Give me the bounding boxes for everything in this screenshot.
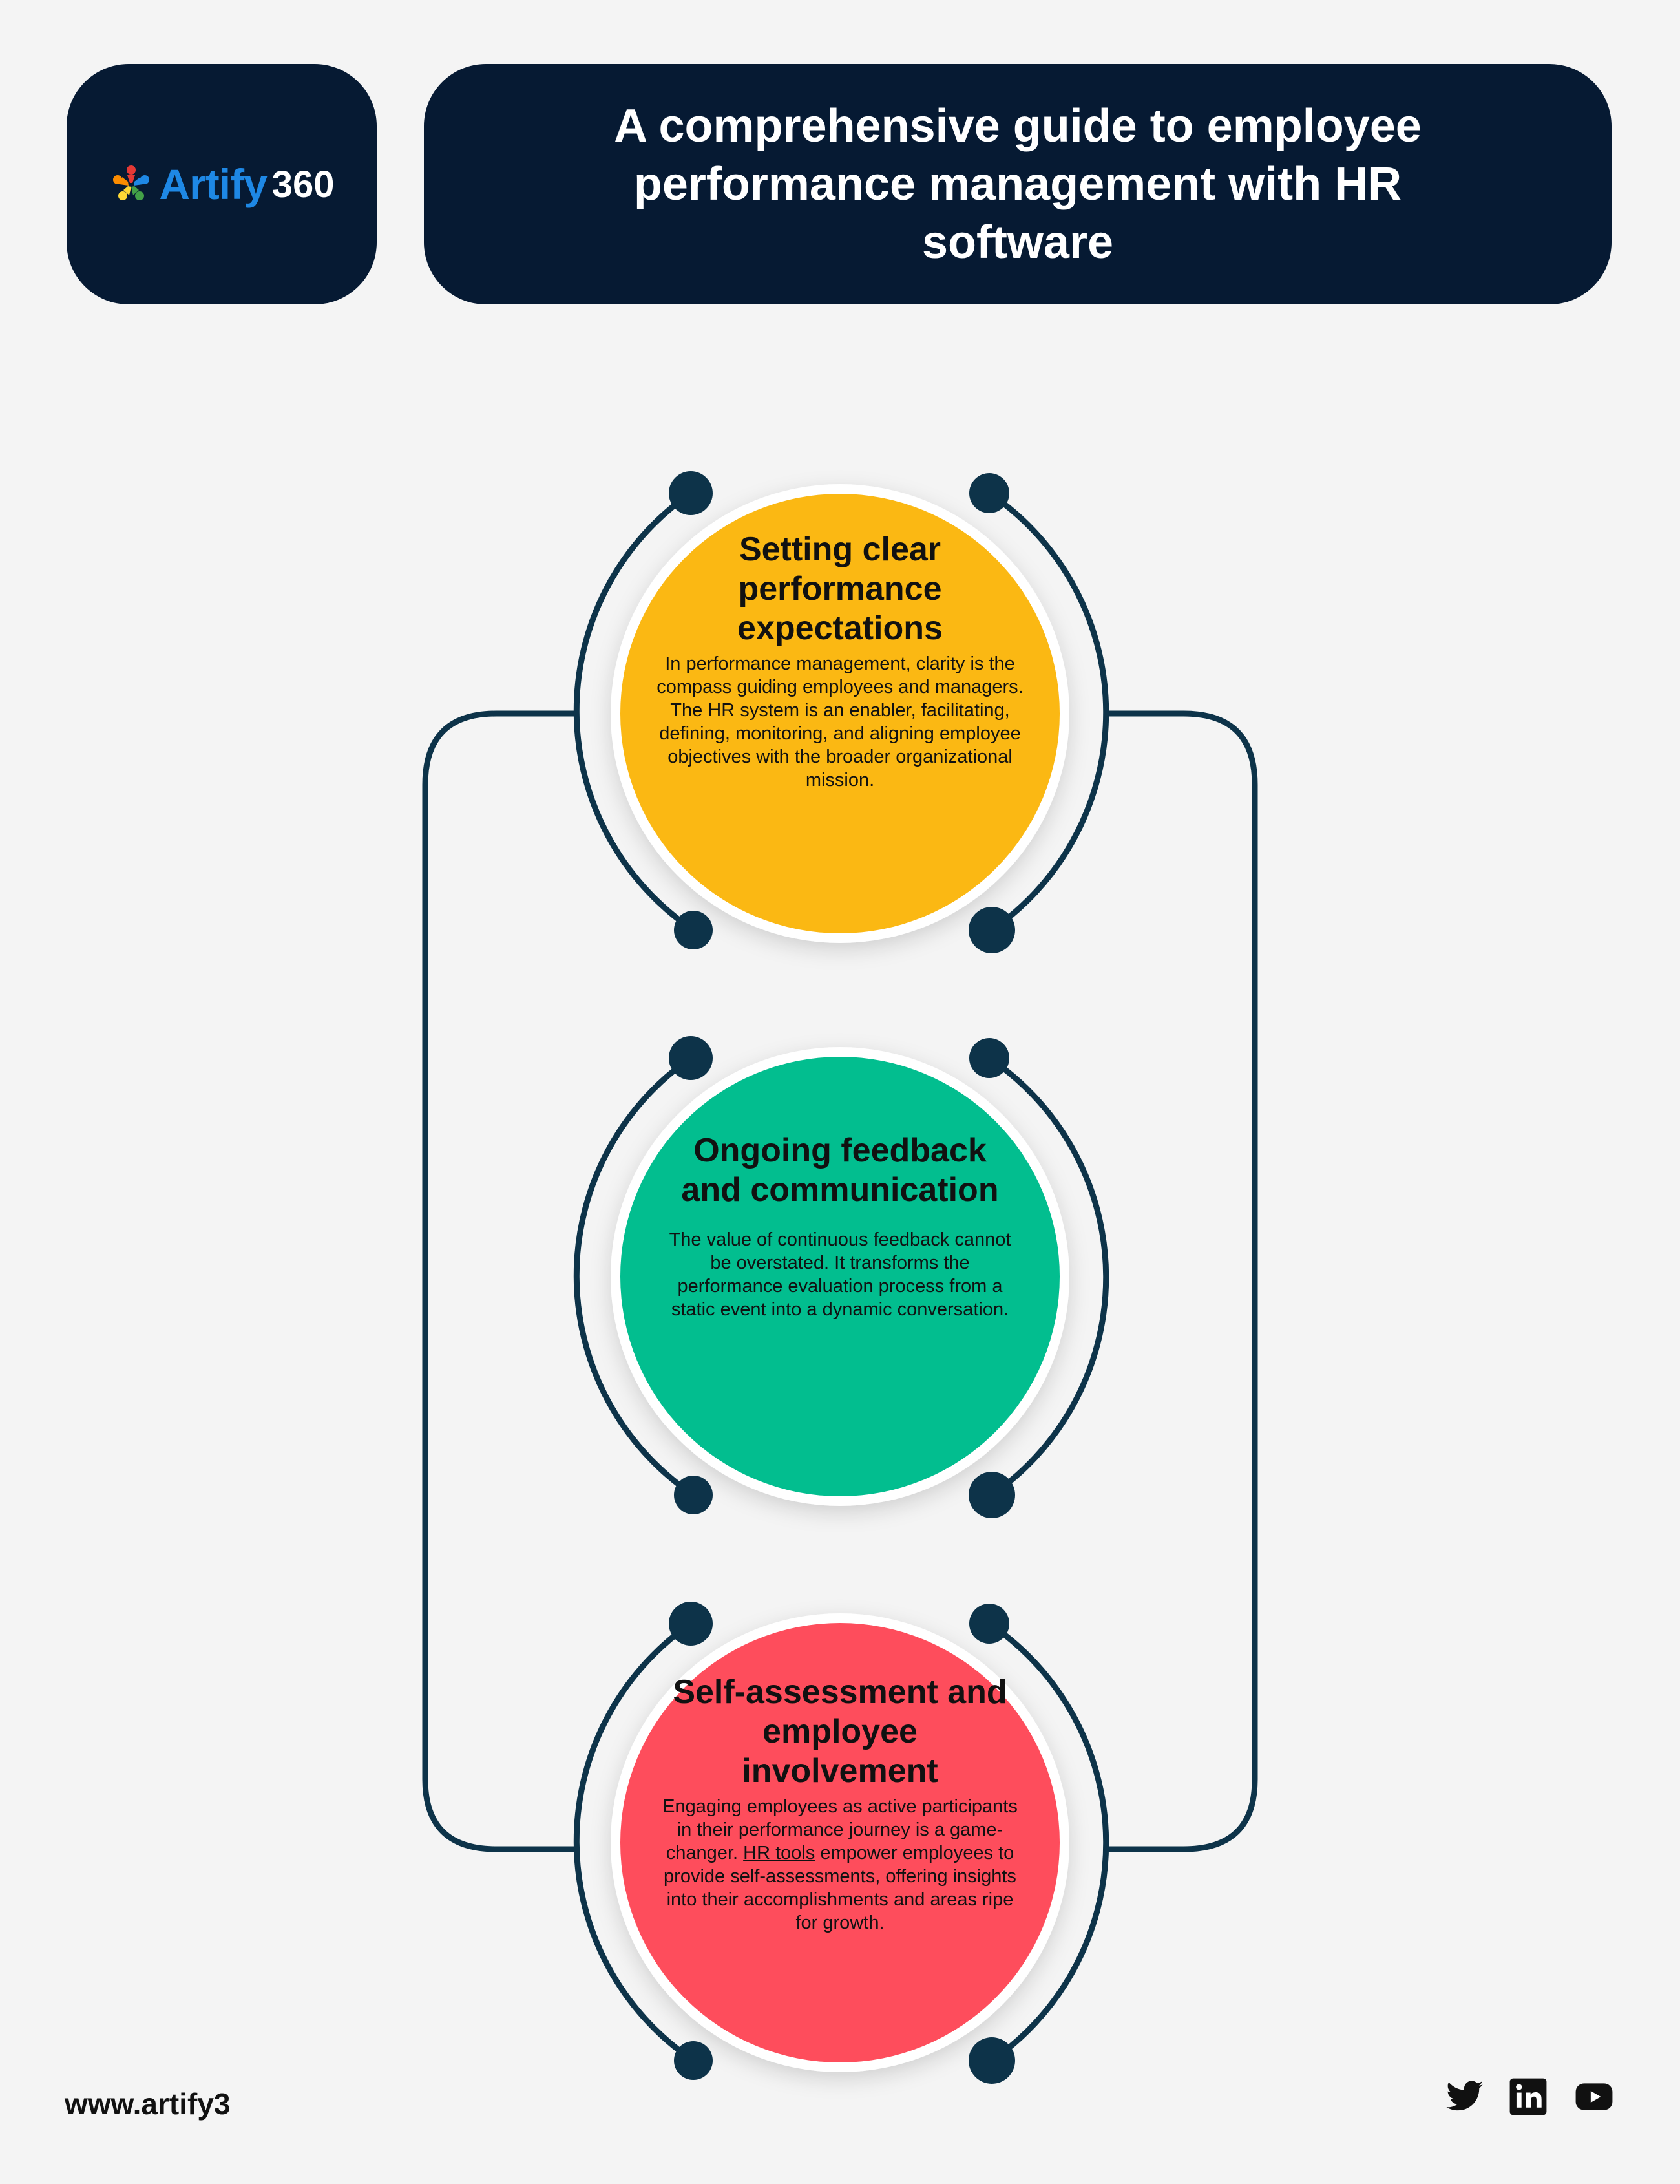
hr-tools-link[interactable]: HR tools — [743, 1843, 815, 1863]
step-2-right-arc — [987, 1055, 1109, 1498]
youtube-icon[interactable] — [1571, 2077, 1617, 2117]
artify360-logo[interactable]: Artify 360 — [109, 160, 335, 209]
linkedin-icon[interactable] — [1506, 2077, 1551, 2117]
step-1-right-arc — [987, 491, 1109, 933]
step-3-circle — [620, 1623, 1060, 2062]
right-connector-line — [1106, 710, 1258, 1852]
step-3-body-end: empower employees to provide self-assess… — [664, 1843, 1016, 1933]
logo-wordmark: Artify — [159, 160, 267, 208]
step-2-dot-top-left — [669, 1036, 713, 1080]
step-2-dot-bottom-left — [674, 1476, 713, 1514]
step-2-dot-top-right — [969, 1038, 1009, 1078]
step-1-graphic — [573, 471, 1109, 953]
step-1-body: In performance management, clarity is th… — [656, 653, 1024, 790]
twitter-icon[interactable] — [1442, 2077, 1487, 2117]
step-1-content: Setting clear performance expectations I… — [646, 530, 1034, 792]
step-2-left-arc — [573, 1055, 695, 1498]
step-2-title: Ongoing feedback and communication — [681, 1132, 999, 1209]
step-2-circle — [620, 1057, 1060, 1496]
page-title: A comprehensive guide to employee perfor… — [614, 100, 1422, 268]
step-2-content: Ongoing feedback and communication The v… — [646, 1131, 1034, 1321]
step-2-body: The value of continuous feedback cannot … — [669, 1229, 1011, 1320]
title-banner: A comprehensive guide to employee perfor… — [424, 64, 1612, 304]
step-1-dot-top-left — [669, 471, 713, 515]
left-connector-line — [422, 710, 574, 1852]
step-3-dot-top-left — [669, 1602, 713, 1646]
step-3-graphic — [573, 1602, 1109, 2084]
step-3-left-arc — [573, 1621, 695, 2063]
step-1-dot-bottom-right — [969, 907, 1015, 953]
step-1-dot-top-right — [969, 473, 1009, 513]
step-3-right-arc — [987, 1621, 1109, 2063]
step-3-dot-bottom-left — [674, 2041, 713, 2080]
website-link[interactable]: www.artify3 — [65, 2087, 231, 2121]
logo-emblem-icon — [113, 165, 150, 200]
step-2-dot-bottom-right — [969, 1472, 1015, 1518]
step-1-dot-bottom-left — [674, 911, 713, 949]
step-3-body: Engaging employees as active participant… — [646, 1795, 1034, 1935]
step-1-title: Setting clear performance expectations — [737, 531, 943, 647]
step-1-circle — [620, 494, 1060, 933]
step-3-title: Self-assessment and employee involvement — [673, 1673, 1007, 1790]
step-1-left-arc — [573, 491, 695, 933]
step-3-body-start: Engaging employees as active participant… — [662, 1796, 1018, 1863]
step-3-content: Self-assessment and employee involvement… — [646, 1673, 1034, 1935]
step-2-graphic — [573, 1036, 1109, 1518]
step-3-dot-top-right — [969, 1604, 1009, 1644]
logo-number: 360 — [271, 163, 335, 206]
logo-panel: Artify 360 — [67, 64, 377, 304]
step-3-dot-bottom-right — [969, 2037, 1015, 2084]
